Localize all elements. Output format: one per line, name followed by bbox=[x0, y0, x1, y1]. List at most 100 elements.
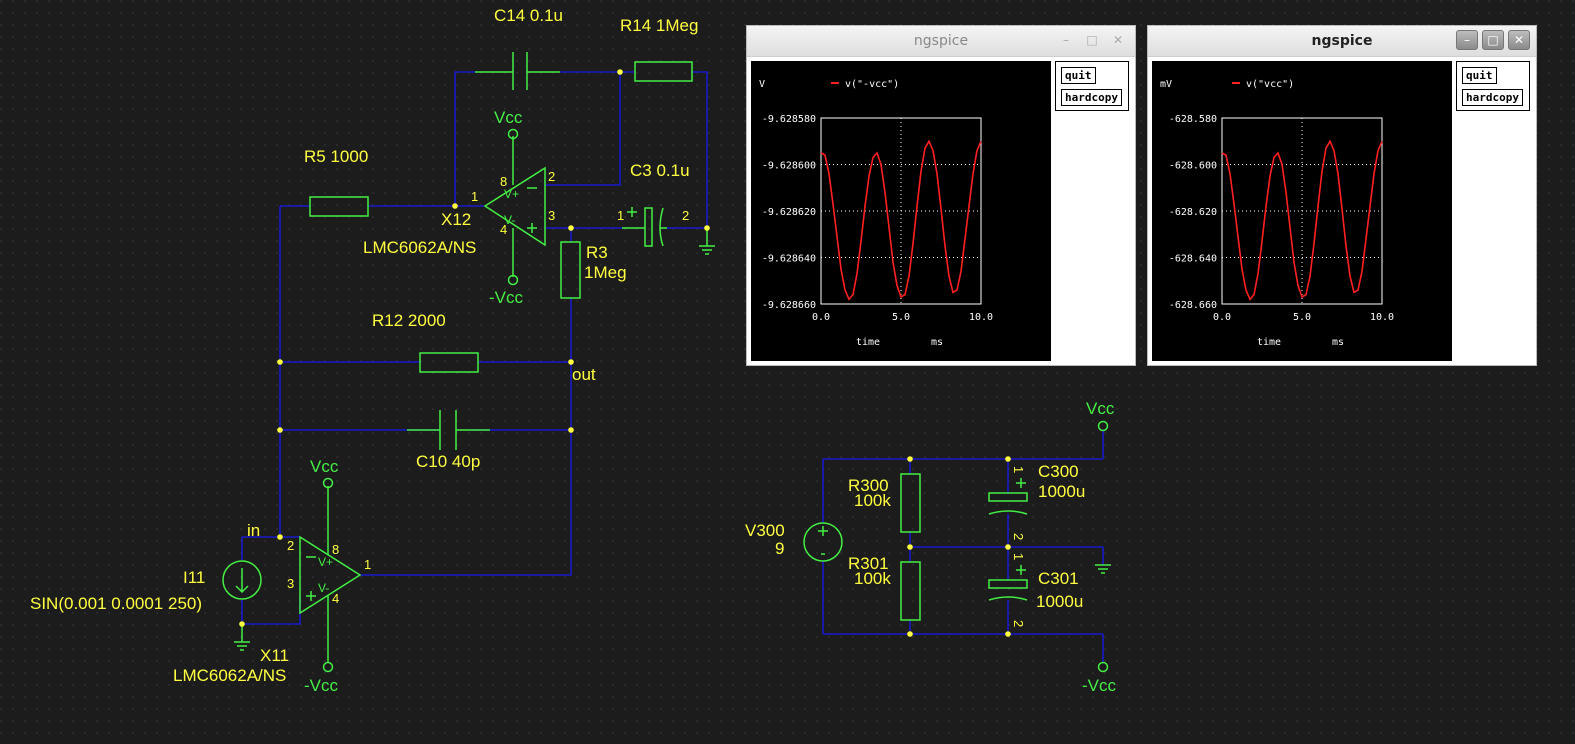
opamp-x11[interactable] bbox=[299, 477, 362, 673]
ngspice-window-neg-vcc[interactable]: ngspice – □ ✕ -9.628580 -9.628600 -9.62862… bbox=[746, 25, 1136, 366]
net-label-in: in bbox=[247, 521, 260, 540]
resistor-r3[interactable] bbox=[560, 241, 581, 299]
window-titlebar[interactable]: ngspice – □ ✕ bbox=[1148, 26, 1536, 57]
maximize-button[interactable]: □ bbox=[1482, 30, 1504, 50]
label-r300-name: R300 bbox=[848, 476, 889, 495]
hardcopy-button[interactable]: hardcopy bbox=[1061, 89, 1122, 106]
plot-area: -9.628580 -9.628600 -9.628620 -9.628640 -9.6… bbox=[751, 61, 1051, 361]
quit-button[interactable]: quit bbox=[1061, 67, 1096, 84]
pin-x12-vplus: V+ bbox=[504, 187, 519, 201]
net-label-out: out bbox=[572, 365, 596, 384]
ngspice-window-vcc[interactable]: ngspice – □ ✕ -628.580-628.600-628.620-6… bbox=[1147, 25, 1537, 366]
resistor-r12[interactable] bbox=[419, 352, 479, 373]
legend-label: v("-vcc") bbox=[845, 79, 899, 90]
label-c3: C3 0.1u bbox=[630, 161, 690, 180]
x-tick-label: 10.0 bbox=[969, 312, 993, 323]
x-tick-label: 10.0 bbox=[1370, 312, 1394, 323]
capacitor-c14[interactable] bbox=[475, 52, 560, 90]
minimize-button[interactable]: – bbox=[1456, 30, 1478, 50]
ground-symbol-3 bbox=[1095, 564, 1111, 574]
label-x12: X12 bbox=[441, 210, 471, 229]
y-tick-label: -628.580 bbox=[1169, 114, 1217, 125]
y-tick-label: -9.628660 bbox=[762, 300, 816, 311]
capacitor-c301[interactable] bbox=[988, 565, 1028, 601]
label-c10: C10 40p bbox=[416, 452, 480, 471]
ground-symbol-1 bbox=[699, 228, 715, 255]
y-unit-label: V bbox=[759, 79, 765, 90]
power-label-neg-vcc-supply: -Vcc bbox=[1082, 676, 1117, 695]
power-label-neg-vcc-x11: -Vcc bbox=[304, 676, 339, 695]
opamp-x12[interactable] bbox=[483, 128, 546, 286]
pin-x11-vplus: V+ bbox=[318, 555, 333, 569]
ground-symbol-2 bbox=[234, 624, 250, 651]
power-label-neg-vcc-x12: -Vcc bbox=[489, 288, 524, 307]
label-x12-model: LMC6062A/NS bbox=[363, 238, 476, 257]
capacitor-c3[interactable] bbox=[622, 207, 667, 247]
y-tick-label: -9.628600 bbox=[762, 161, 816, 172]
label-v300-name: V300 bbox=[745, 521, 785, 540]
vcc-port-right bbox=[1097, 420, 1109, 432]
pin-x12-3: 3 bbox=[548, 208, 555, 223]
y-tick-label: -9.628620 bbox=[762, 207, 816, 218]
label-r301-name: R301 bbox=[848, 554, 889, 573]
pin-c301-1: 1 bbox=[1011, 553, 1026, 560]
close-button[interactable]: ✕ bbox=[1508, 30, 1530, 50]
label-r3-name: R3 bbox=[586, 243, 608, 262]
window-title: ngspice bbox=[1311, 33, 1373, 49]
x-tick-label: 5.0 bbox=[892, 312, 910, 323]
quit-button[interactable]: quit bbox=[1462, 67, 1497, 84]
resistor-r300[interactable] bbox=[900, 473, 921, 533]
window-titlebar[interactable]: ngspice – □ ✕ bbox=[747, 26, 1135, 57]
x-tick-label: 0.0 bbox=[1213, 312, 1231, 323]
plot-area: -628.580 -628.600 -628.620 -628.640 -628.660… bbox=[1152, 61, 1452, 361]
label-r300-value: 100k bbox=[854, 491, 891, 510]
pin-x11-4: 4 bbox=[332, 591, 339, 606]
capacitor-c300[interactable] bbox=[988, 478, 1028, 515]
current-source-i11[interactable] bbox=[222, 560, 262, 600]
y-tick-label: -628.640 bbox=[1169, 254, 1217, 265]
pin-x12-2: 2 bbox=[548, 169, 555, 184]
x-tick-label: 0.0 bbox=[812, 312, 830, 323]
label-c301-name: C301 bbox=[1038, 569, 1079, 588]
pin-x11-3: 3 bbox=[287, 576, 294, 591]
x-axis-unit: ms bbox=[1332, 337, 1344, 348]
y-unit-label: mV bbox=[1160, 79, 1172, 90]
label-c14: C14 0.1u bbox=[494, 6, 563, 25]
y-tick-label: -9.628580 bbox=[762, 114, 816, 125]
label-c300-name: C300 bbox=[1038, 462, 1079, 481]
neg-vcc-port-right bbox=[1097, 661, 1109, 673]
y-tick-label: -9.628640 bbox=[762, 254, 816, 265]
label-i11-value: SIN(0.001 0.0001 250) bbox=[30, 594, 202, 613]
close-button[interactable]: ✕ bbox=[1112, 33, 1124, 47]
pin-c301-2: 2 bbox=[1011, 620, 1026, 627]
power-label-vcc-supply: Vcc bbox=[1086, 399, 1115, 418]
resistor-r5[interactable] bbox=[309, 196, 369, 217]
label-r12: R12 2000 bbox=[372, 311, 446, 330]
y-tick-label: -628.600 bbox=[1169, 161, 1217, 172]
pin-c3-1: 1 bbox=[617, 208, 624, 223]
label-r301-value: 100k bbox=[854, 569, 891, 588]
resistor-r301[interactable] bbox=[900, 561, 921, 621]
pin-x12-1: 1 bbox=[471, 189, 478, 204]
series-line bbox=[1221, 139, 1383, 301]
label-r5: R5 1000 bbox=[304, 147, 368, 166]
label-x11-model: LMC6062A/NS bbox=[173, 666, 286, 685]
hardcopy-button[interactable]: hardcopy bbox=[1462, 89, 1523, 106]
capacitor-c10[interactable] bbox=[407, 410, 490, 450]
label-x11: X11 bbox=[260, 646, 289, 665]
maximize-button[interactable]: □ bbox=[1086, 33, 1098, 47]
pin-c300-2: 2 bbox=[1011, 533, 1026, 540]
legend-label: v("vcc") bbox=[1246, 79, 1294, 90]
resistor-r14[interactable] bbox=[634, 61, 693, 82]
pin-x12-8: 8 bbox=[500, 174, 507, 189]
pin-x11-1: 1 bbox=[364, 557, 371, 572]
minimize-button[interactable]: – bbox=[1063, 33, 1069, 47]
y-tick-label: -628.620 bbox=[1169, 207, 1217, 218]
y-tick-label: -628.660 bbox=[1169, 300, 1217, 311]
pin-x11-2: 2 bbox=[287, 538, 294, 553]
junctions bbox=[239, 69, 1011, 637]
label-r3-value: 1Meg bbox=[584, 263, 627, 282]
voltage-source-v300[interactable] bbox=[803, 522, 843, 562]
pin-x11-8: 8 bbox=[332, 542, 339, 557]
label-i11-name: I11 bbox=[183, 568, 205, 587]
